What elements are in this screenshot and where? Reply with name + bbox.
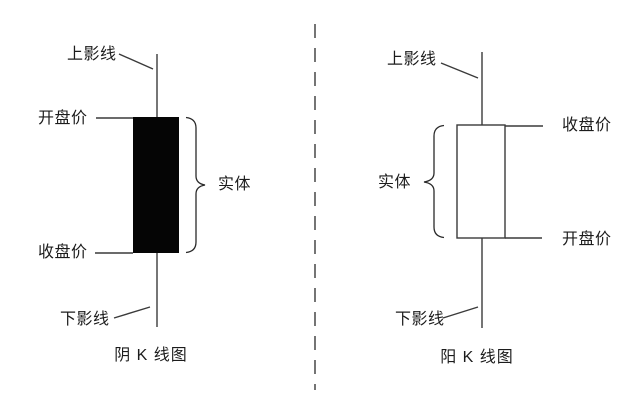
- right-body-label: 实体: [378, 174, 412, 191]
- left-lower-shadow-label: 下影线: [60, 311, 110, 328]
- left-upper-shadow-pointer-line: [118, 53, 154, 70]
- right-close-price-label: 收盘价: [562, 117, 612, 134]
- right-upper-shadow-pointer-line: [440, 62, 479, 79]
- left-upper-shadow-label: 上影线: [67, 46, 117, 63]
- left-lower-shadow-pointer-line: [113, 306, 151, 319]
- left-open-price-label: 开盘价: [38, 110, 88, 127]
- right-body-brace: [423, 124, 445, 239]
- right-lower-shadow-pointer-line: [442, 306, 479, 319]
- left-candle-body: [133, 117, 179, 253]
- right-lower-shadow-label: 下影线: [395, 311, 445, 328]
- left-panel-caption: 阴 K 线图: [114, 347, 188, 364]
- right-candle-body: [456, 124, 506, 239]
- left-close-price-label: 收盘价: [38, 244, 88, 261]
- right-panel-caption: 阳 K 线图: [440, 349, 514, 366]
- right-upper-shadow-label: 上影线: [387, 51, 437, 68]
- left-body-label: 实体: [218, 176, 252, 193]
- right-open-price-label: 开盘价: [562, 231, 612, 248]
- left-body-brace: [185, 116, 206, 254]
